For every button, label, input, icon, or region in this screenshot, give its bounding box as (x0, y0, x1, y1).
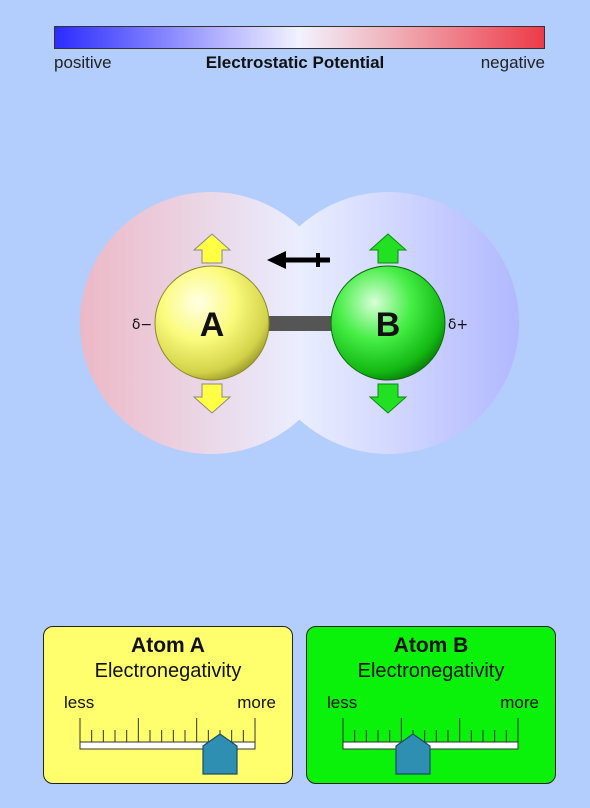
atom-b-up-arrow-icon (368, 233, 408, 264)
scale-less-label: less (64, 693, 95, 712)
atom-a-partial-charge: δ− (132, 317, 152, 333)
panel-subtitle: Electronegativity (357, 660, 505, 682)
atom-b[interactable]: B (330, 265, 446, 381)
atom-a-electronegativity-panel: Atom A Electronegativity less more (43, 626, 293, 784)
panel-title: Atom B (393, 634, 469, 657)
atom-b-partial-charge: δ+ (448, 317, 468, 333)
scale-more-label: more (500, 693, 539, 712)
molecule-view: A B δ− δ+ (80, 192, 519, 454)
atom-b-label: B (376, 306, 401, 344)
legend-title: Electrostatic Potential (205, 53, 385, 72)
electronegativity-slider[interactable] (44, 712, 294, 784)
slider-track (79, 741, 256, 750)
atom-a[interactable]: A (154, 265, 270, 381)
potential-gradient-bar (54, 26, 545, 49)
slider-thumb[interactable] (202, 733, 238, 775)
electrostatic-potential-legend: positive Electrostatic Potential negativ… (0, 0, 590, 90)
dipole-arrow-icon (267, 251, 330, 269)
atom-b-electronegativity-panel: Atom B Electronegativity less more (306, 626, 556, 784)
legend-positive-label: positive (54, 53, 112, 72)
slider-ticks (79, 718, 256, 742)
slider-ticks (342, 718, 519, 742)
panel-title: Atom A (131, 634, 205, 657)
atom-a-down-arrow-icon (192, 383, 232, 414)
atom-a-up-arrow-icon (192, 233, 232, 264)
scale-more-label: more (237, 693, 276, 712)
scale-less-label: less (327, 693, 358, 712)
covalent-bond (268, 316, 332, 331)
slider-thumb[interactable] (395, 733, 431, 775)
electronegativity-slider[interactable] (307, 712, 557, 784)
panel-subtitle: Electronegativity (94, 660, 242, 682)
atom-a-label: A (200, 306, 225, 344)
atom-b-down-arrow-icon (368, 383, 408, 414)
legend-negative-label: negative (480, 53, 545, 72)
